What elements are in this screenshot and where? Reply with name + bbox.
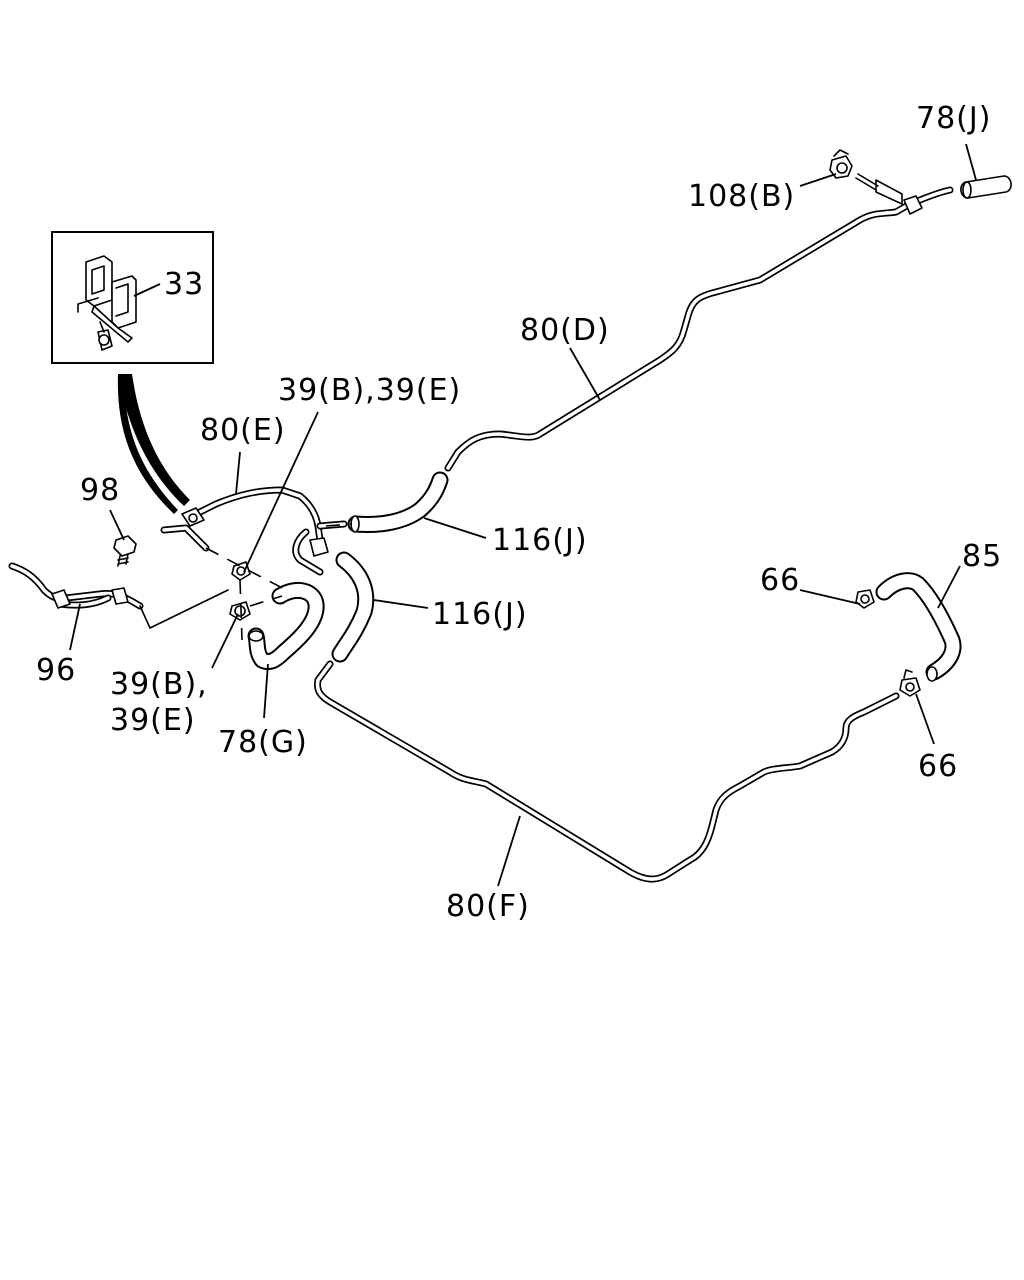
hose-78j bbox=[960, 175, 1012, 199]
label-33: 33 bbox=[164, 267, 204, 302]
bracket-33-drawing bbox=[77, 255, 137, 351]
pipe-80f bbox=[314, 660, 900, 883]
detail-inset bbox=[51, 231, 214, 364]
hose-85 bbox=[875, 572, 962, 682]
label-80d: 80(D) bbox=[520, 313, 610, 348]
hose-78g bbox=[247, 581, 325, 671]
label-66-bottom: 66 bbox=[918, 749, 958, 784]
label-108b: 108(B) bbox=[688, 179, 795, 214]
label-96: 96 bbox=[36, 653, 76, 688]
label-98: 98 bbox=[80, 473, 120, 508]
pipe-80e bbox=[160, 486, 348, 576]
label-80e: 80(E) bbox=[200, 413, 286, 448]
label-116j-top: 116(J) bbox=[492, 523, 588, 558]
alignment-lines bbox=[205, 523, 353, 641]
label-39e-bottom: 39(E) bbox=[110, 703, 196, 738]
label-78g: 78(G) bbox=[218, 725, 308, 760]
bolt-98 bbox=[113, 535, 137, 567]
label-78j: 78(J) bbox=[916, 101, 991, 136]
clip-66-bottom bbox=[899, 669, 921, 697]
label-116j-middle: 116(J) bbox=[432, 597, 528, 632]
hose-116j-upper bbox=[347, 471, 449, 533]
hose-116j-middle bbox=[331, 551, 375, 663]
label-66-left: 66 bbox=[760, 563, 800, 598]
clip-108b bbox=[829, 149, 853, 179]
pipe-96 bbox=[8, 562, 229, 629]
label-39b-bottom: 39(B), bbox=[110, 667, 208, 702]
clip-66-left bbox=[855, 589, 875, 609]
connector-upper-right bbox=[855, 173, 923, 215]
label-80f: 80(F) bbox=[446, 889, 530, 924]
leader-lines bbox=[69, 143, 977, 887]
label-85: 85 bbox=[962, 539, 1002, 574]
detail-indicator bbox=[117, 374, 190, 514]
part-labels: 78(J) 108(B) 33 80(D) 39(B),39(E) 80(E) … bbox=[36, 101, 1002, 924]
label-39be-top: 39(B),39(E) bbox=[278, 373, 461, 408]
clip-39-lower bbox=[229, 601, 251, 621]
